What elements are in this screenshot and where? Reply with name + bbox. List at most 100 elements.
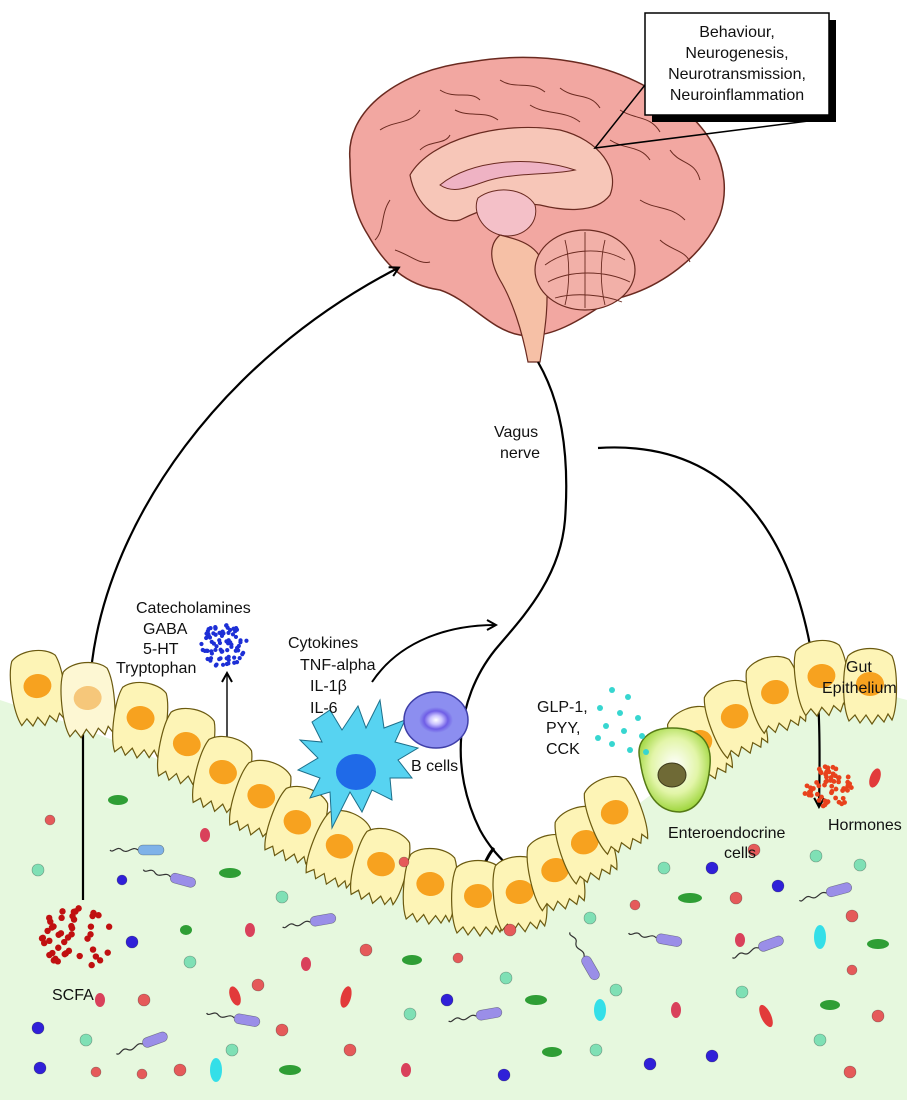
dot (837, 800, 842, 805)
dot (88, 962, 94, 968)
dot (805, 783, 810, 788)
microbe-coccus (498, 1069, 510, 1081)
microbe-coccus (441, 994, 453, 1006)
microbe-coccus (500, 972, 512, 984)
dot (819, 795, 824, 800)
dot (228, 640, 232, 644)
callout-line-4: Neuroinflammation (670, 87, 804, 104)
dot (213, 648, 217, 652)
dot (217, 638, 221, 642)
dot (833, 796, 838, 801)
microbe-coccus (117, 875, 127, 885)
dot (849, 785, 854, 790)
dot (639, 733, 645, 739)
neuro-label-line-2: GABA (143, 621, 188, 638)
microbe-coccus (174, 1064, 186, 1076)
microbe-bacillus (867, 939, 889, 949)
dot (58, 915, 64, 921)
dot (609, 741, 615, 747)
dot (65, 934, 71, 940)
dot (51, 957, 57, 963)
microbe-bacillus (245, 923, 255, 937)
microbe-coccus (344, 1044, 356, 1056)
gut-hormones-label-line-1: GLP-1, (537, 699, 588, 716)
neuro-label-line-4: Tryptophan (116, 660, 196, 677)
dot (214, 633, 218, 637)
microbe-coccus (404, 1008, 416, 1020)
microbe-bacillus (279, 1065, 301, 1075)
microbe-bacillus (301, 957, 311, 971)
dot (833, 766, 838, 771)
microbe-bacillus (671, 1002, 681, 1018)
b-cells-label: B cells (411, 758, 458, 775)
vagus-label-line-2: nerve (500, 445, 540, 462)
dot (831, 771, 836, 776)
b-cell (404, 692, 468, 748)
microbe-coccus (137, 1069, 147, 1079)
microbe-coccus (847, 965, 857, 975)
microbe-coccus (706, 862, 718, 874)
dot (228, 628, 232, 632)
microbe-coccus (138, 994, 150, 1006)
dot (225, 656, 229, 660)
nucleus (464, 884, 492, 908)
microbe-coccus (226, 1044, 238, 1056)
dot (234, 649, 238, 653)
dot (49, 950, 55, 956)
dot (205, 657, 209, 661)
dot (643, 749, 649, 755)
microbe-bacillus (525, 995, 547, 1005)
dot (226, 661, 230, 665)
microbe-coccus (658, 862, 670, 874)
microbe-bacillus (401, 1063, 411, 1077)
dot (46, 915, 52, 921)
dot (846, 775, 851, 780)
microbe-coccus (854, 859, 866, 871)
dot (829, 784, 834, 789)
dot (90, 946, 96, 952)
microbe-bacillus (402, 955, 422, 965)
dot (224, 623, 228, 627)
dot (595, 735, 601, 741)
dot (816, 783, 821, 788)
microbe-coccus (844, 1066, 856, 1078)
dot (204, 632, 208, 636)
dot (199, 642, 203, 646)
dot (106, 924, 112, 930)
dot (58, 930, 64, 936)
dot (836, 779, 841, 784)
gut-hormones-label-line-2: PYY, (546, 720, 580, 737)
cytokines-label-line-3: IL-1β (310, 678, 347, 695)
dot (617, 710, 623, 716)
dot (842, 800, 847, 805)
microbe-coccus (644, 1058, 656, 1070)
cytokine-to-vagus-arrow (372, 625, 495, 682)
callout-line-2: Neurogenesis, (685, 45, 788, 62)
microbe-coccus (276, 1024, 288, 1036)
cytokines-label-line-2: TNF-alpha (300, 657, 376, 674)
dot (229, 645, 233, 649)
dot (69, 913, 75, 919)
microbe-bacillus (594, 999, 606, 1021)
dot (221, 663, 225, 667)
dot (841, 786, 846, 791)
gut-epithelium-label-line-2: Epithelium (822, 680, 897, 697)
epithelial-cell (58, 660, 117, 740)
dot (234, 635, 238, 639)
microbe-bacillus (735, 933, 745, 947)
dot (105, 949, 111, 955)
dot (810, 786, 815, 791)
microbe-coccus (610, 984, 622, 996)
dot (77, 953, 83, 959)
dot (807, 793, 812, 798)
microbe-coccus (584, 912, 596, 924)
microbe-coccus (32, 1022, 44, 1034)
dot (59, 908, 65, 914)
dot (213, 625, 217, 629)
dot (819, 770, 824, 775)
callout-line-3: Neurotransmission, (668, 66, 806, 83)
microbe-bacillus (95, 993, 105, 1007)
enteroendocrine-label-line-1: Enteroendocrine (668, 825, 786, 842)
microbe-bacillus (678, 893, 702, 903)
